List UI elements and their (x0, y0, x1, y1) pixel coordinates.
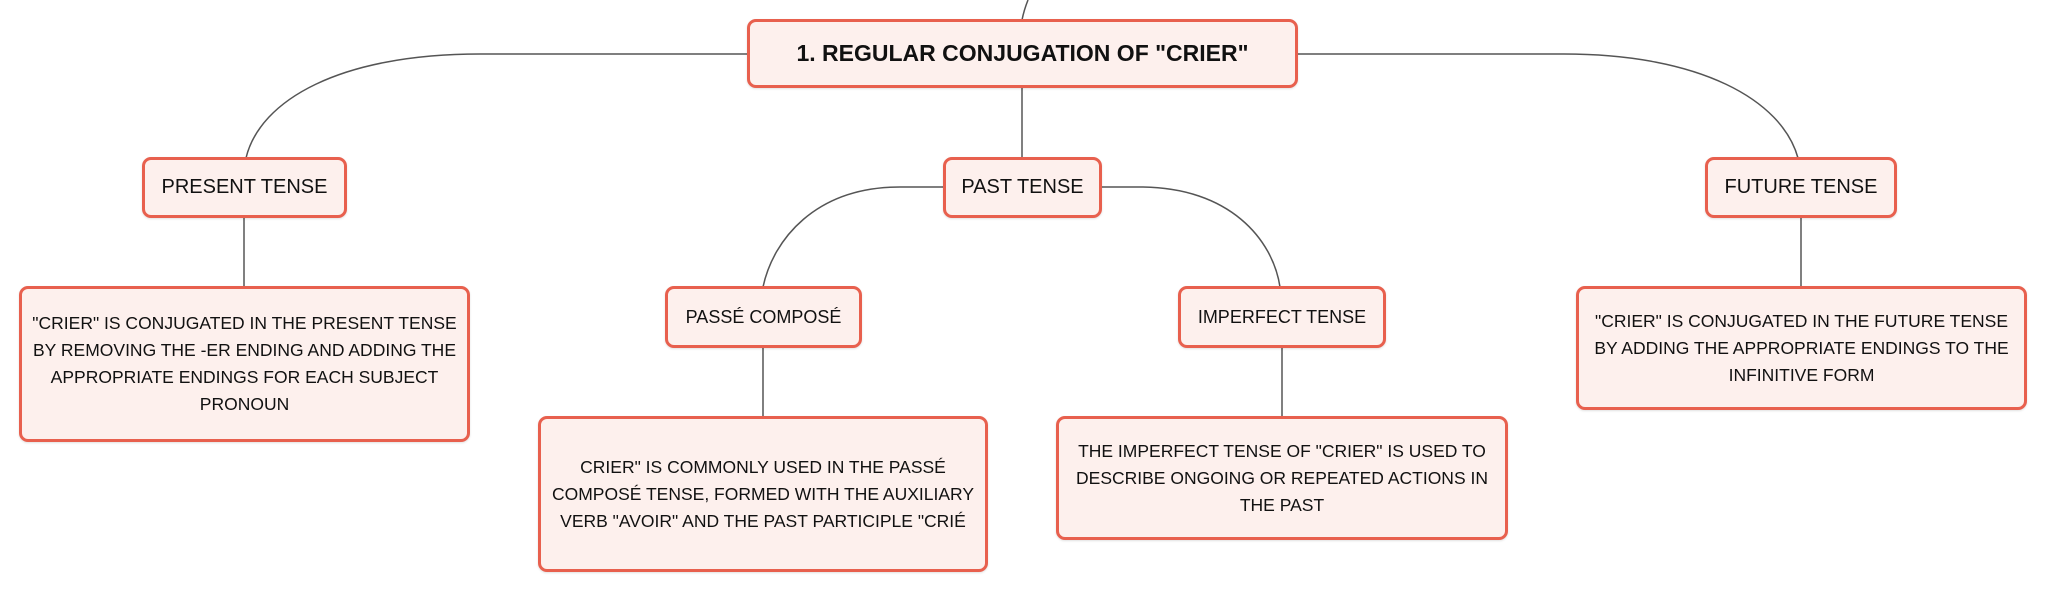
passe-compose-node[interactable]: PASSÉ COMPOSÉ (665, 286, 862, 348)
present-tense-description[interactable]: "CRIER" IS CONJUGATED IN THE PRESENT TEN… (19, 286, 470, 442)
imperfect-tense-description[interactable]: THE IMPERFECT TENSE OF "CRIER" IS USED T… (1056, 416, 1508, 540)
passe-compose-description[interactable]: CRIER" IS COMMONLY USED IN THE PASSÉ COM… (538, 416, 988, 572)
past-tense-node[interactable]: PAST TENSE (943, 157, 1102, 218)
connector-past-imperfect (1100, 186, 1281, 288)
future-tense-description[interactable]: "CRIER" IS CONJUGATED IN THE FUTURE TENS… (1576, 286, 2027, 410)
present-tense-node[interactable]: PRESENT TENSE (142, 157, 347, 218)
connector-root-present (245, 53, 748, 159)
connector-root-future (1296, 53, 1799, 159)
root-node-title[interactable]: 1. REGULAR CONJUGATION OF "CRIER" (747, 19, 1298, 88)
connector-root-parent (1021, 0, 1029, 21)
imperfect-tense-node[interactable]: IMPERFECT TENSE (1178, 286, 1386, 348)
connector-past-passe (762, 186, 944, 288)
future-tense-node[interactable]: FUTURE TENSE (1705, 157, 1897, 218)
